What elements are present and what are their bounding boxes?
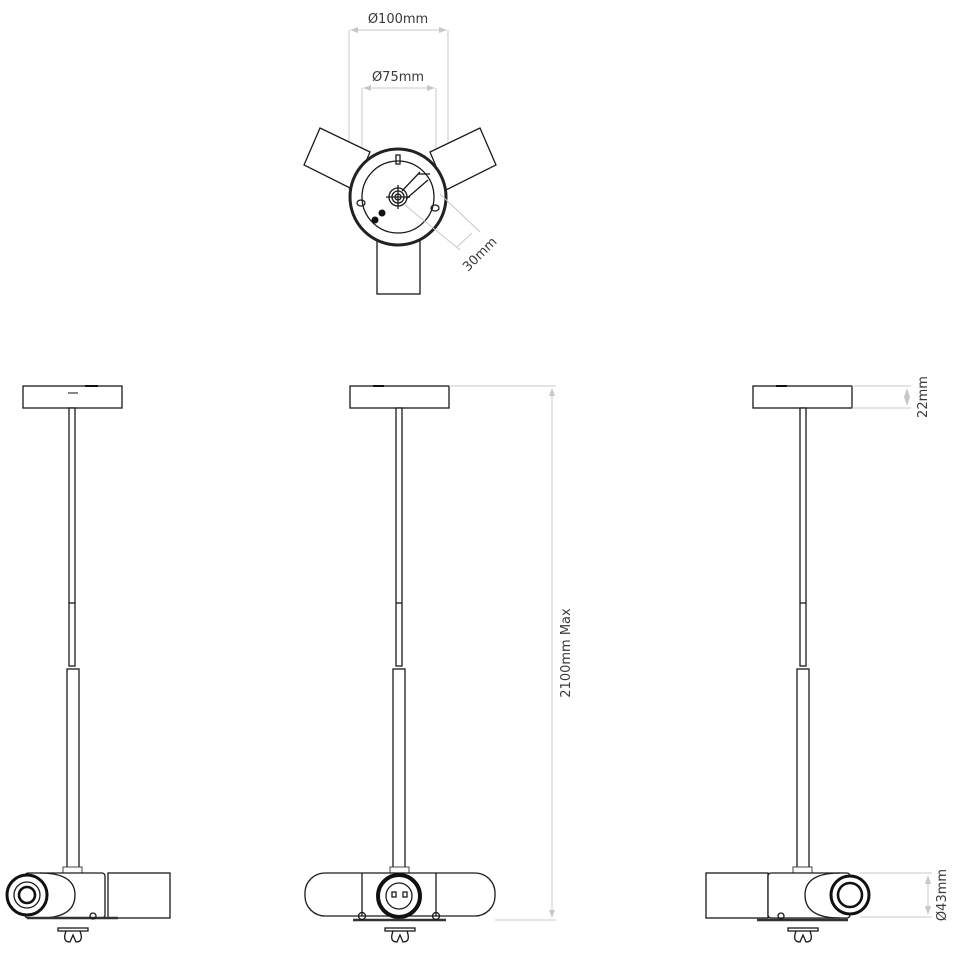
canopy: [22, 385, 123, 409]
suspension-rod: [395, 407, 403, 667]
dimension-overall-height: 2100mm Max: [449, 385, 574, 921]
lens-head: [376, 873, 422, 919]
dimension-head-diameter: Ø43mm: [860, 869, 950, 921]
top-view: Ø100mm Ø75mm: [303, 12, 500, 295]
lens-head: [5, 873, 49, 917]
suspension-rod: [68, 407, 76, 667]
suspension-rod: [799, 407, 807, 667]
outer-diameter-label: Ø100mm: [368, 12, 428, 27]
rod-lower-sleeve: [796, 668, 810, 872]
canopy: [752, 385, 853, 409]
head-arm-bottom: [376, 237, 421, 295]
front-view: 2100mm Max: [304, 385, 574, 943]
overall-height-label: 2100mm Max: [559, 608, 574, 698]
inner-diameter-label: Ø75mm: [372, 70, 424, 85]
side-view-right: 22mm Ø43mm: [705, 376, 950, 943]
dimension-canopy-height: 22mm: [852, 376, 931, 418]
canopy-inner-ring: [361, 160, 435, 234]
offset-label: 30mm: [460, 235, 500, 275]
canopy-height-label: 22mm: [916, 376, 931, 418]
rod-lower-sleeve: [66, 668, 80, 872]
head-diameter-label: Ø43mm: [935, 869, 950, 921]
side-view-left: [5, 385, 171, 943]
head-arm-left: [303, 127, 371, 191]
lens-head: [829, 874, 871, 916]
canopy: [349, 385, 450, 409]
rod-lower-sleeve: [392, 668, 406, 872]
